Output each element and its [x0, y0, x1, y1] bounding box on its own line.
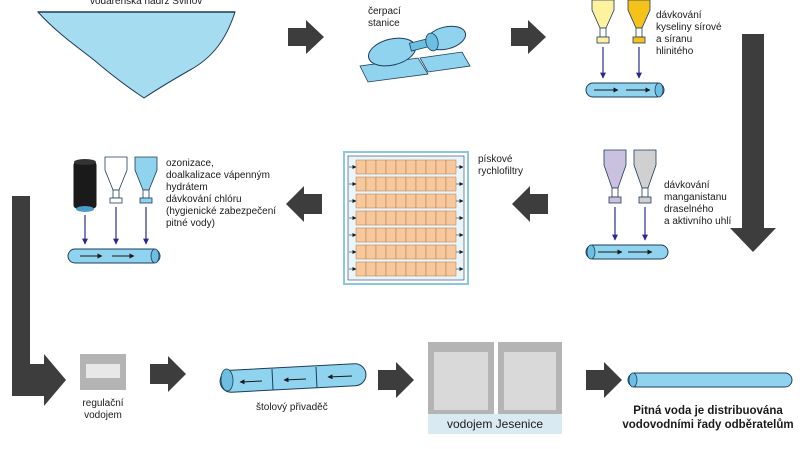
funnel-icon	[104, 156, 128, 204]
jesenice-reservoir-label: vodojem Jesenice	[446, 417, 544, 431]
flow-arrow-icon	[511, 20, 546, 54]
funnel-icon	[603, 149, 627, 204]
pipe-icon	[67, 248, 161, 264]
pipe-icon	[585, 82, 665, 98]
reservoir-tank-icon	[80, 354, 126, 390]
funnel-icon	[591, 0, 615, 44]
reservoir-label: vodárenská nádrž Švihov	[90, 0, 203, 7]
flow-arrow-icon	[150, 356, 186, 392]
flow-arrow-icon	[288, 20, 324, 54]
pump-station-label: čerpací stanice	[368, 6, 401, 29]
acid-dosing-label: dávkování kyseliny sírové a síranu hlini…	[656, 10, 722, 57]
sand-filter-icon	[343, 151, 469, 285]
flow-arrow-icon	[286, 186, 322, 222]
sand-filters-label: pískové rychlofiltry	[478, 154, 524, 177]
flow-arrow-icon	[12, 196, 66, 406]
funnel-icon	[627, 0, 651, 44]
pump-icon	[359, 25, 471, 83]
funnel-icon	[134, 156, 158, 204]
flow-arrow-icon	[730, 34, 776, 252]
distribution-label: Pitná voda je distribuována vodovodními …	[622, 405, 794, 431]
reservoir-tank-icon	[428, 342, 562, 434]
pipe-icon	[585, 244, 669, 260]
pipe-icon	[627, 372, 793, 388]
ozonation-label: ozonizace, doalkalizace vápenným hydráte…	[166, 158, 277, 229]
flow-arrow-icon	[512, 186, 548, 222]
flow-arrow-icon	[378, 362, 414, 398]
regulation-reservoir-label: regulační vodojem	[82, 398, 124, 421]
pipe-icon	[219, 363, 367, 393]
permanganate-dosing-label: dávkování manganistanu draselného a akti…	[664, 180, 732, 227]
ozone-column-icon	[73, 159, 97, 212]
funnel-icon	[633, 149, 657, 204]
reservoir-basin-icon	[36, 11, 236, 99]
flow-arrow-icon	[586, 362, 622, 398]
gallery-feeder-label: štolový přivaděč	[256, 402, 328, 413]
